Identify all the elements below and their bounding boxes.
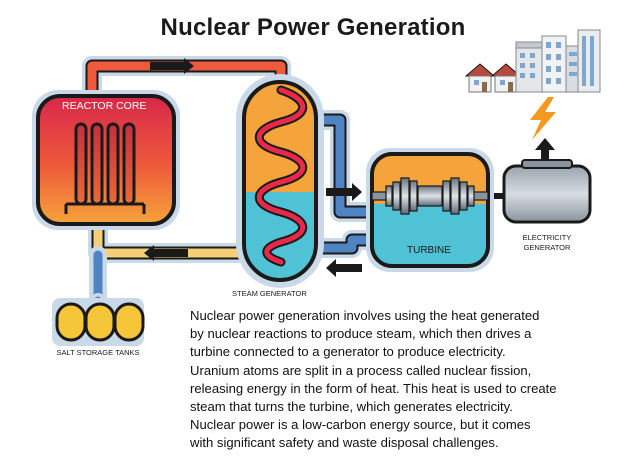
description-line: turbine connected to a generator to prod… (190, 344, 506, 360)
description-line: Uranium atoms are split in a process cal… (190, 362, 532, 378)
description-line: with significant safety and waste dispos… (190, 435, 499, 451)
up-arrow-icon (535, 138, 555, 160)
electricity-generator: ELECTRICITY GENERATOR (502, 159, 592, 252)
lightning-bolt-icon (530, 97, 556, 140)
turbine-rotor (371, 177, 489, 215)
electricity-generator-label-line2: GENERATOR (524, 243, 571, 252)
description-line: by nuclear reactions to produce steam, w… (190, 326, 532, 342)
turbine-label: TURBINE (407, 245, 451, 256)
diagram-title: Nuclear Power Generation (160, 14, 466, 41)
description-line: Nuclear power generation involves using … (190, 308, 540, 323)
description-line: steam that turns the turbine, which gene… (190, 399, 513, 415)
reactor-core: REACTOR CORE (32, 90, 180, 230)
house-icon (464, 63, 522, 93)
electricity-generator-label-line1: ELECTRICITY (523, 233, 572, 242)
reactor-core-label: REACTOR CORE (62, 100, 146, 112)
turbine: TURBINE (366, 148, 494, 272)
building-icon (515, 29, 601, 93)
description-line: Nuclear power is a low-carbon energy sou… (190, 417, 531, 433)
steam-generator: STEAM GENERATOR (232, 74, 324, 298)
description-text: Nuclear power generation involves using … (190, 307, 616, 453)
steam-generator-label: STEAM GENERATOR (232, 289, 307, 298)
flow-arrow-icon (144, 58, 362, 277)
salt-storage-tanks-label: SALT STORAGE TANKS (56, 348, 139, 357)
salt-storage-tanks: SALT STORAGE TANKS (52, 293, 145, 357)
description-line: releasing energy in the form of heat. Th… (190, 380, 557, 396)
